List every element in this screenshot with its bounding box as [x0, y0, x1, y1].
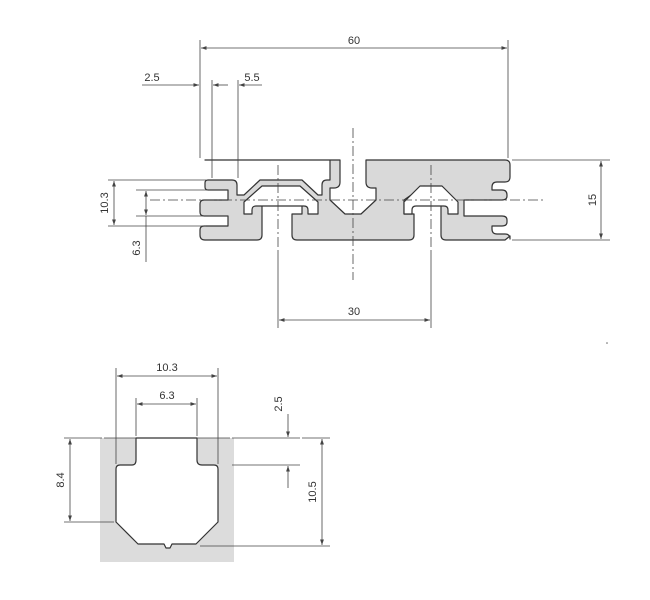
dim-label-slot-opening: 6.3	[131, 240, 143, 255]
slot-detail-cavity	[115, 437, 219, 549]
dim-label-center-spacing: 30	[348, 306, 360, 318]
detail-dim-label-slot-opening: 6.3	[159, 390, 174, 402]
profile-cross-section-view: 60 2.5 5.5 15 10.3 6.3 30	[99, 35, 610, 344]
slot-detail-view: 10.3 6.3 2.5 8.4 10.5	[55, 362, 330, 562]
dim-label-overall-width: 60	[348, 35, 360, 47]
dim-label-wall: 2.5	[144, 72, 159, 84]
right-t-slot-cavity	[403, 185, 459, 215]
detail-dim-label-lip-thickness: 2.5	[273, 396, 285, 411]
detail-dim-label-inner-depth: 8.4	[55, 472, 67, 487]
stray-mark	[606, 342, 608, 344]
detail-dim-label-total-depth: 10.5	[307, 481, 319, 502]
dim-label-height: 15	[587, 194, 599, 206]
dim-label-slot-opening-outer: 5.5	[244, 72, 259, 84]
detail-dim-label-slot-width: 10.3	[156, 362, 177, 374]
dim-label-slot-width: 10.3	[99, 192, 111, 213]
